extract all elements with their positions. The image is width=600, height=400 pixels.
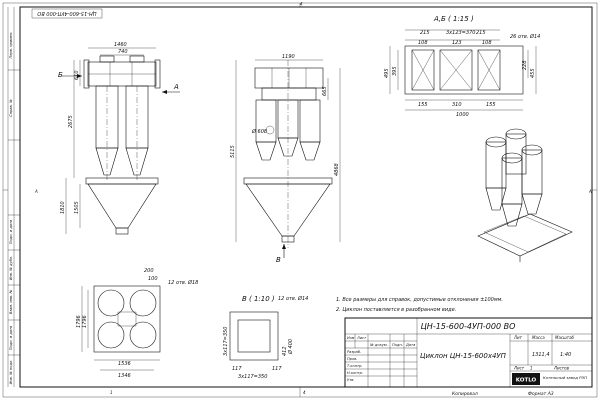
footer-format: Формат А3 [528,391,554,397]
dim-1796a: 1796 [76,315,82,328]
dim-665: 665 [322,86,328,96]
stamp-label-7: Инв. № подл. [9,360,13,385]
grid-number-4: 4 [303,390,306,395]
row-doc: № докум. [369,343,388,347]
dim-215b: 215 [476,30,486,36]
company-sub: Котельный завод РЭП [543,375,587,380]
grid-number-1: 1 [110,390,113,395]
stamp-label-1: Перв. примен. [9,32,13,59]
dim-740: 740 [118,49,128,55]
dim-3x117-left: 3x117=350 [223,327,229,356]
section-ab-view: А,Б ( 1:15 ) 215 3x123=370 215 108 123 1… [384,15,540,118]
dim-4868: 4868 [334,163,340,176]
row-podp: Подп. [392,343,403,347]
title-designation: ЦН-15-600-4УП-000 ВО [421,322,516,331]
dim-1346: 1346 [118,373,131,379]
grid-markers: А А 4 1 4 [3,2,597,397]
col-mass: Масса [532,335,545,340]
front-view: Б А 1460 740 610 2675 1810 1505 [58,42,180,235]
mass-value: 1311,4 [532,352,550,358]
stamp-label-5: Взам. инв. № [9,290,13,315]
scale-value: 1:40 [560,352,571,358]
role-nkontr: Н.контр. [347,371,363,375]
arrow-v-label: В [276,256,281,264]
col-scale: Масштаб [555,335,575,340]
row-data: Дата [405,343,415,347]
dim-610: 610 [74,70,80,80]
title-block: ЦН-15-600-4УП-000 ВО Циклон ЦН-15-600х4У… [344,317,593,388]
role-prov: Пров. [347,357,357,361]
dim-1460: 1460 [114,42,127,48]
dim-123: 123 [452,40,462,46]
dim-1536: 1536 [118,361,131,367]
dim-3x117-bottom: 3x117=350 [238,374,267,380]
dim-d608: Ø 608 [251,128,267,135]
dim-108b: 108 [482,40,492,46]
dim-26holes: 26 отв. Ø14 [510,33,540,40]
row-list: Лист [356,336,367,340]
rotated-code-box: ЦН-15-600-4УП-000 ВО [31,8,103,19]
side-view: Ø 608 1190 665 4868 5115 В [230,54,341,264]
dim-3x123: 3x123=370 [446,30,475,36]
inner-frame [19,6,593,388]
section-v-view: В ( 1:10 ) 12 отв. Ø14 3x117=350 412 Ø 4… [223,295,308,380]
dim-2675: 2675 [68,115,74,128]
role-razrab: Разраб. [347,350,361,354]
arrow-a-label: А [173,83,179,91]
dim-117b: 117 [272,366,282,372]
note-1: 1. Все размеры для справок, допустимые о… [336,297,503,303]
dim-310: 310 [452,102,462,108]
dim-5115: 5115 [230,145,236,158]
dim-228: 228 [522,60,528,70]
dim-200: 200 [144,268,154,274]
stamp-label-2: Справ. № [9,99,13,117]
footer-copied: Копировал [452,391,478,397]
dim-12holes-18: 12 отв. Ø18 [168,279,198,286]
dim-155b: 155 [486,102,496,108]
dim-455: 455 [530,68,536,78]
dim-215a: 215 [420,30,430,36]
dim-100: 100 [148,276,158,282]
dim-1190: 1190 [282,54,295,60]
rotated-code: ЦН-15-600-4УП-000 ВО [37,10,96,16]
sheets-label: Листов [553,366,570,371]
row-izm: Изм [347,336,355,340]
side-stamp: Перв. примен. Справ. № Подп. и дата Инв.… [7,7,20,387]
dim-1810: 1810 [60,201,66,214]
stamp-label-3: Подп. и дата [9,220,13,244]
dim-117a: 117 [232,366,242,372]
stamp-label-6: Подп. и дата [9,326,13,350]
company-logo [512,373,540,385]
col-lit: Лит [513,335,523,340]
svg-text:KOTLO: KOTLO [516,378,537,384]
dim-12holes-14: 12 отв. Ø14 [278,295,308,302]
arrow-b-label: Б [58,71,63,79]
dim-d400: Ø 400 [287,339,294,355]
dim-1000: 1000 [456,112,469,118]
sheet-label: Лист [513,366,525,371]
note-2: 2. Циклон поставляется в разобранном вид… [336,307,456,313]
section-ab-label: А,Б ( 1:15 ) [433,15,474,23]
isometric-view [477,128,573,262]
notes: 1. Все размеры для справок, допустимые о… [336,297,503,313]
stamp-label-4: Инв. № дубл. [9,256,13,281]
front-plan-view: 1536 1346 1796 1796 200 100 12 отв. Ø18 [76,268,198,379]
grid-letter-a-right: А [588,189,592,194]
dim-412: 412 [282,346,288,356]
dim-495: 495 [384,68,390,78]
dim-155a: 155 [418,102,428,108]
role-utv: Утв. [347,378,355,382]
dim-395: 395 [392,66,398,76]
grid-number-top: 4 [300,2,303,7]
dim-1505: 1505 [74,201,80,214]
role-tkontr: Т.контр. [347,364,363,368]
title-name: Циклон ЦН-15-600х4УП [420,352,507,360]
dim-1796b: 1796 [82,315,88,328]
section-v-label: В ( 1:10 ) [242,295,275,303]
sheet-no: 1 [530,366,533,371]
grid-letter-a: А [34,189,38,194]
dim-108a: 108 [418,40,428,46]
